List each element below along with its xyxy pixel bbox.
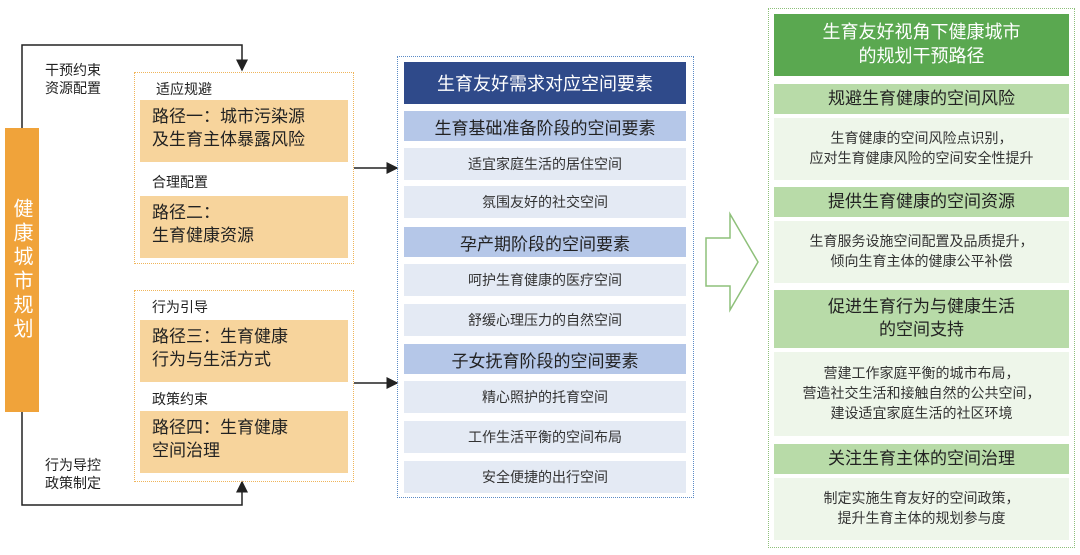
path-group-2 bbox=[134, 290, 354, 482]
spatial-item: 工作生活平衡的空间布局 bbox=[404, 421, 686, 453]
path-one-box: 路径一：城市污染源 及生育主体暴露风险 bbox=[140, 100, 348, 162]
top-loop-arrow bbox=[21, 44, 248, 128]
group1-label-b: 合理配置 bbox=[152, 175, 208, 191]
spatial-item: 适宜家庭生活的居住空间 bbox=[404, 148, 686, 180]
intervention-heading-behavior: 促进生育行为与健康生活 的空间支持 bbox=[774, 290, 1069, 348]
intervention-heading-risk: 规避生育健康的空间风险 bbox=[774, 84, 1069, 114]
healthy-city-planning-bar: 健康城市规划 bbox=[5, 128, 39, 412]
intervention-body-resource: 生育服务设施空间配置及品质提升， 倾向生育主体的健康公平补偿 bbox=[774, 221, 1069, 283]
path-four-box: 路径四：生育健康 空间治理 bbox=[140, 411, 348, 473]
spatial-item: 呵护生育健康的医疗空间 bbox=[404, 264, 686, 296]
intervention-body-governance: 制定实施生育友好的空间政策， 提升生育主体的规划参与度 bbox=[774, 478, 1069, 540]
intervention-body-risk: 生育健康的空间风险点识别， 应对生育健康风险的空间安全性提升 bbox=[774, 118, 1069, 180]
intervention-heading-resource: 提供生育健康的空间资源 bbox=[774, 187, 1069, 217]
intervention-paths-title: 生育友好视角下健康城市 的规划干预路径 bbox=[774, 14, 1069, 76]
stage-heading-preparation: 生育基础准备阶段的空间要素 bbox=[404, 111, 686, 141]
bottom-loop-arrow bbox=[21, 412, 248, 506]
top-side-label: 干预约束 资源配置 bbox=[45, 63, 101, 97]
stage-heading-childcare: 子女抚育阶段的空间要素 bbox=[404, 344, 686, 374]
bottom-side-label: 行为导控 政策制定 bbox=[45, 458, 101, 492]
group1-label-a: 适应规避 bbox=[156, 82, 212, 98]
spatial-item: 氛围友好的社交空间 bbox=[404, 186, 686, 218]
group2-label-b: 政策约束 bbox=[152, 392, 208, 408]
path-two-box: 路径二： 生育健康资源 bbox=[140, 196, 348, 258]
intervention-body-behavior: 营建工作家庭平衡的城市布局， 营造社交生活和接触自然的公共空间， 建设适宜家庭生… bbox=[774, 352, 1069, 436]
spatial-elements-title: 生育友好需求对应空间要素 bbox=[404, 62, 686, 104]
spatial-item: 精心照护的托育空间 bbox=[404, 381, 686, 413]
intervention-paths-frame bbox=[768, 8, 1075, 548]
stage-heading-pregnancy: 孕产期阶段的空间要素 bbox=[404, 227, 686, 257]
spatial-item: 舒缓心理压力的自然空间 bbox=[404, 304, 686, 336]
group2-label-a: 行为引导 bbox=[152, 300, 208, 316]
path-three-box: 路径三：生育健康 行为与生活方式 bbox=[140, 320, 348, 382]
path-group-1 bbox=[134, 72, 354, 264]
spatial-elements-frame bbox=[397, 56, 694, 498]
big-hollow-arrow bbox=[705, 211, 759, 313]
spatial-item: 安全便捷的出行空间 bbox=[404, 461, 686, 493]
intervention-heading-governance: 关注生育主体的空间治理 bbox=[774, 444, 1069, 474]
